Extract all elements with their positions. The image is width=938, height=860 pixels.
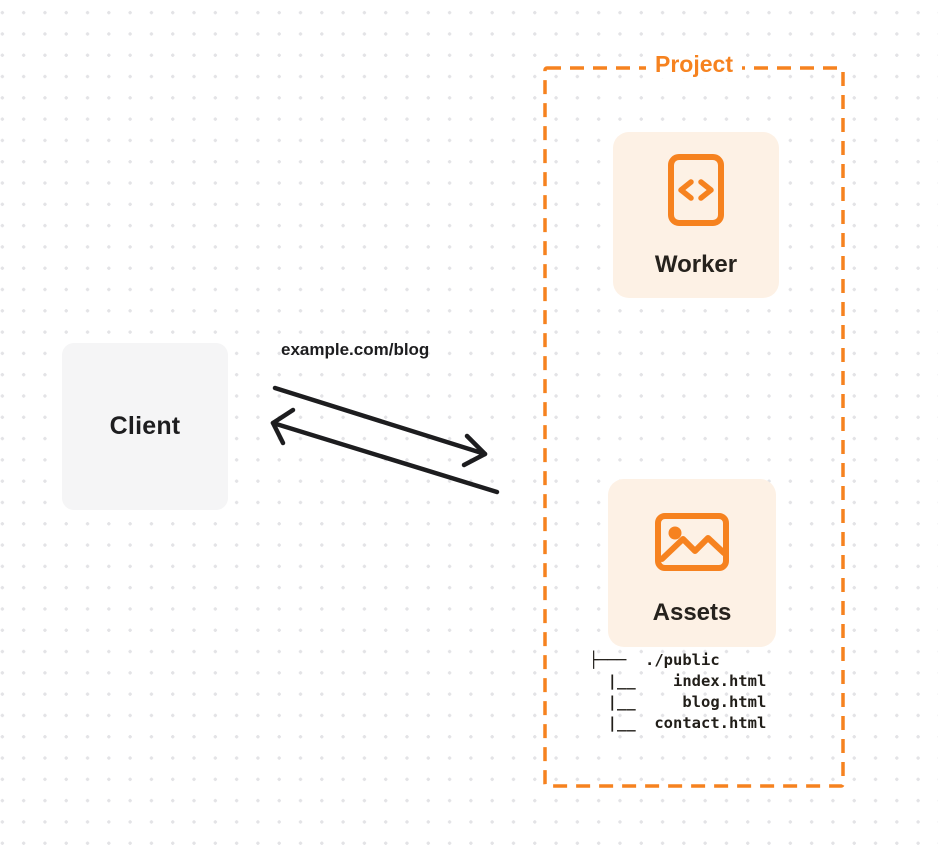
- assets-label: Assets: [652, 599, 732, 626]
- client-box: Client: [62, 343, 228, 510]
- response-arrow: [270, 407, 500, 495]
- project-container: Project: [543, 51, 845, 788]
- project-title: Project: [646, 51, 742, 79]
- worker-card: Worker: [613, 132, 779, 298]
- assets-file-tree: ├─── ./public |__ index.html |__ blog.ht…: [589, 651, 767, 732]
- client-label: Client: [109, 412, 181, 440]
- image-icon: [655, 513, 729, 571]
- worker-label: Worker: [654, 251, 738, 278]
- request-arrow: [272, 385, 488, 468]
- code-document-icon: [668, 154, 724, 226]
- assets-card: Assets: [608, 479, 776, 647]
- request-url-label: example.com/blog: [281, 340, 430, 359]
